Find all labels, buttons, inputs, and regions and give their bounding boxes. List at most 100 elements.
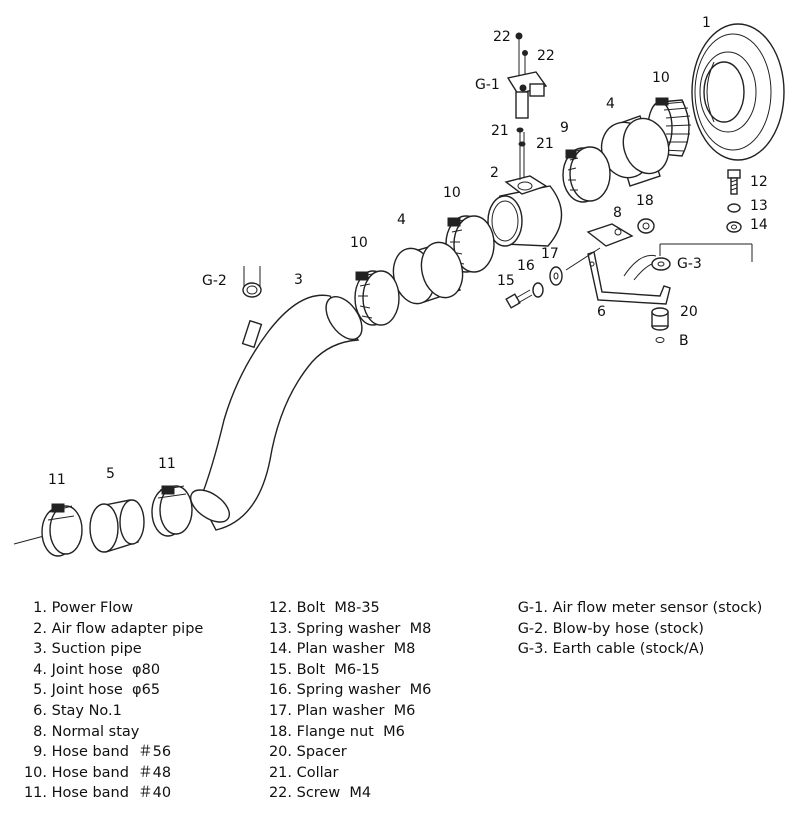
callout-20: 20 [680,304,698,320]
legend-item-text: Air flow adapter pipe [51,620,204,637]
joint-hose-4-top [600,115,670,187]
exploded-parts-diagram: 1 10 4 9 22 22 G-1 21 21 2 10 4 10 G-2 3… [13,15,785,557]
callout-12: 12 [750,174,768,190]
legend-item: 10. Hose band ＃48 [18,763,203,784]
callout-g1: G-1 [475,77,500,93]
legend-item-text: Hose band ＃40 [51,785,172,802]
legend-item: 5. Joint hose φ65 [18,680,203,701]
legend-item: G-1. Air flow meter sensor (stock) [510,598,763,619]
legend-item-number: 5. [33,682,47,699]
legend-item-number: G-1. [517,600,548,616]
callout-21-a: 21 [491,123,509,139]
legend-item-text: Joint hose φ65 [51,682,161,699]
air-flow-adapter-pipe [487,132,563,247]
blow-by-hose [242,266,262,298]
legend-item-text: Earth cable (stock/A) [552,641,705,658]
power-flow-filter [691,23,785,161]
callout-22-b: 22 [537,48,555,64]
parts-legend-column-3: G-1. Air flow meter sensor (stock)G-2. B… [510,598,763,660]
legend-item-number: 12. [268,600,292,616]
plan-washer-m6 [549,266,563,286]
legend-item-text: Plan washer M8 [296,641,416,658]
legend-item: 14. Plan washer M8 [262,639,431,660]
callout-b: B [679,333,689,349]
legend-item-number: 4. [33,661,47,678]
stay-no1 [587,251,671,305]
legend-item: 8. Normal stay [18,722,203,743]
legend-item: 6. Stay No.1 [18,701,203,722]
callout-10-top: 10 [652,70,670,86]
legend-item-number: 8. [33,723,47,740]
suction-pipe [190,294,363,531]
plan-washer-m8 [726,221,742,233]
callout-6: 6 [597,304,606,320]
legend-item-number: 2. [33,620,47,637]
legend-item: 15. Bolt M6-15 [262,660,431,681]
callout-16: 16 [517,258,535,274]
hose-band-9 [562,146,611,203]
callout-5: 5 [106,466,115,482]
legend-item: 4. Joint hose φ80 [18,660,203,681]
callout-8: 8 [613,205,622,221]
callout-11-left: 11 [48,472,66,488]
legend-item: 9. Hose band ＃56 [18,742,203,763]
callout-3: 3 [294,272,303,288]
legend-item-text: Blow-by hose (stock) [552,620,704,637]
callout-17: 17 [541,246,559,262]
callout-4-top: 4 [606,96,615,112]
legend-item-number: 1. [33,600,47,616]
callout-g2: G-2 [202,273,227,289]
legend-item-number: 18. [268,723,292,740]
hose-band-11-right [151,485,193,537]
legend-item-text: Hose band ＃48 [51,764,172,781]
legend-item-text: Bolt M8-35 [296,600,380,616]
joint-hose-5 [89,499,145,553]
legend-item-number: 13. [268,620,292,637]
legend-item-number: 20. [268,744,292,761]
legend-item-number: G-2. [517,620,548,637]
legend-item-number: 10. [23,764,47,781]
legend-item: 3. Suction pipe [18,639,203,660]
legend-item-number: 11. [23,785,47,802]
legend-item: 20. Spacer [262,742,431,763]
callout-13: 13 [750,198,768,214]
legend-item: 16. Spring washer M6 [262,680,431,701]
legend-item-number: 17. [268,702,292,719]
flange-nut [637,218,655,234]
callout-18: 18 [636,193,654,209]
legend-item-number: 9. [33,744,47,761]
callout-10-lower: 10 [350,235,368,251]
hose-band-10-lower [354,270,400,326]
callout-22-a: 22 [493,29,511,45]
legend-item: 21. Collar [262,763,431,784]
callout-2: 2 [490,165,499,181]
legend-item-text: Plan washer M6 [296,702,416,719]
legend-item: 22. Screw M4 [262,783,431,804]
normal-stay [565,223,634,271]
legend-item-text: Suction pipe [51,641,142,658]
legend-item: G-3. Earth cable (stock/A) [510,639,762,660]
bolt-m8 [727,169,741,195]
legend-item-number: 14. [268,641,292,658]
legend-item-text: Joint hose φ80 [51,661,161,678]
callout-1: 1 [702,15,711,31]
spring-washer-m8 [727,203,741,213]
callout-g3: G-3 [677,256,702,272]
hose-band-11-left [13,503,83,557]
legend-item-number: 21. [268,764,292,781]
legend-item-number: 16. [268,682,292,699]
callout-4-middle: 4 [397,212,406,228]
legend-item: 13. Spring washer M8 [262,619,431,640]
legend-item: 18. Flange nut M6 [262,722,431,743]
earth-cable [623,243,753,281]
legend-item-number: G-3. [517,641,548,658]
legend-item-number: 6. [33,702,47,719]
callout-15: 15 [497,273,515,289]
air-flow-meter-sensor [506,32,548,147]
legend-item-number: 22. [268,785,292,802]
callout-10-middle: 10 [443,185,461,201]
legend-item-text: Stay No.1 [51,702,122,719]
legend-item-text: Normal stay [51,723,140,740]
